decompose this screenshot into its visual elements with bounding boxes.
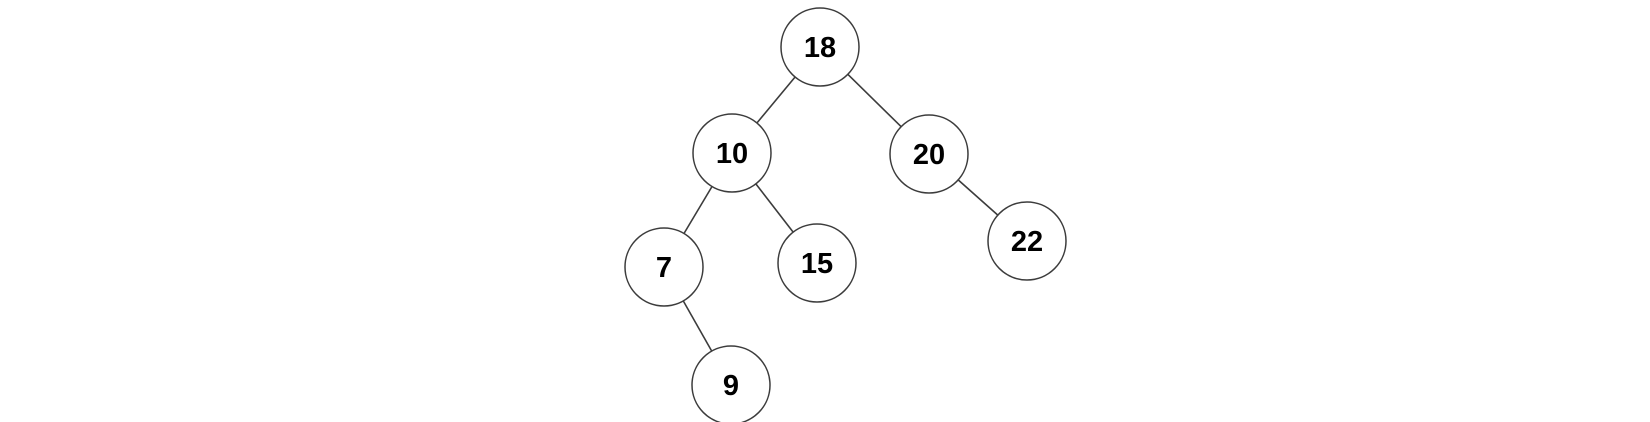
tree-node-circle-22	[987, 201, 1067, 281]
tree-node-20: 20	[889, 114, 969, 194]
tree-edge-10-7	[683, 186, 713, 234]
tree-edge-10-15	[755, 183, 794, 233]
tree-node-7: 7	[624, 227, 704, 307]
tree-edge-18-10	[756, 76, 796, 124]
tree-node-9: 9	[691, 345, 771, 422]
tree-node-circle-15	[777, 223, 857, 303]
tree-node-18: 18	[780, 7, 860, 87]
tree-node-circle-20	[889, 114, 969, 194]
tree-node-label-18: 18	[804, 32, 836, 64]
tree-node-10: 10	[692, 113, 772, 193]
tree-node-circle-10	[692, 113, 772, 193]
tree-node-circle-18	[780, 7, 860, 87]
tree-node-label-22: 22	[1011, 226, 1043, 258]
tree-node-label-9: 9	[723, 370, 739, 402]
tree-node-label-20: 20	[913, 139, 945, 171]
tree-node-22: 22	[987, 201, 1067, 281]
tree-edge-18-20	[847, 73, 902, 128]
tree-node-label-7: 7	[656, 252, 672, 284]
tree-edge-20-22	[957, 179, 999, 216]
tree-node-label-10: 10	[716, 138, 748, 170]
tree-node-circle-7	[624, 227, 704, 307]
tree-node-label-15: 15	[801, 248, 833, 280]
tree-node-15: 15	[777, 223, 857, 303]
tree-edge-7-9	[682, 300, 713, 352]
tree-node-circle-9	[691, 345, 771, 422]
